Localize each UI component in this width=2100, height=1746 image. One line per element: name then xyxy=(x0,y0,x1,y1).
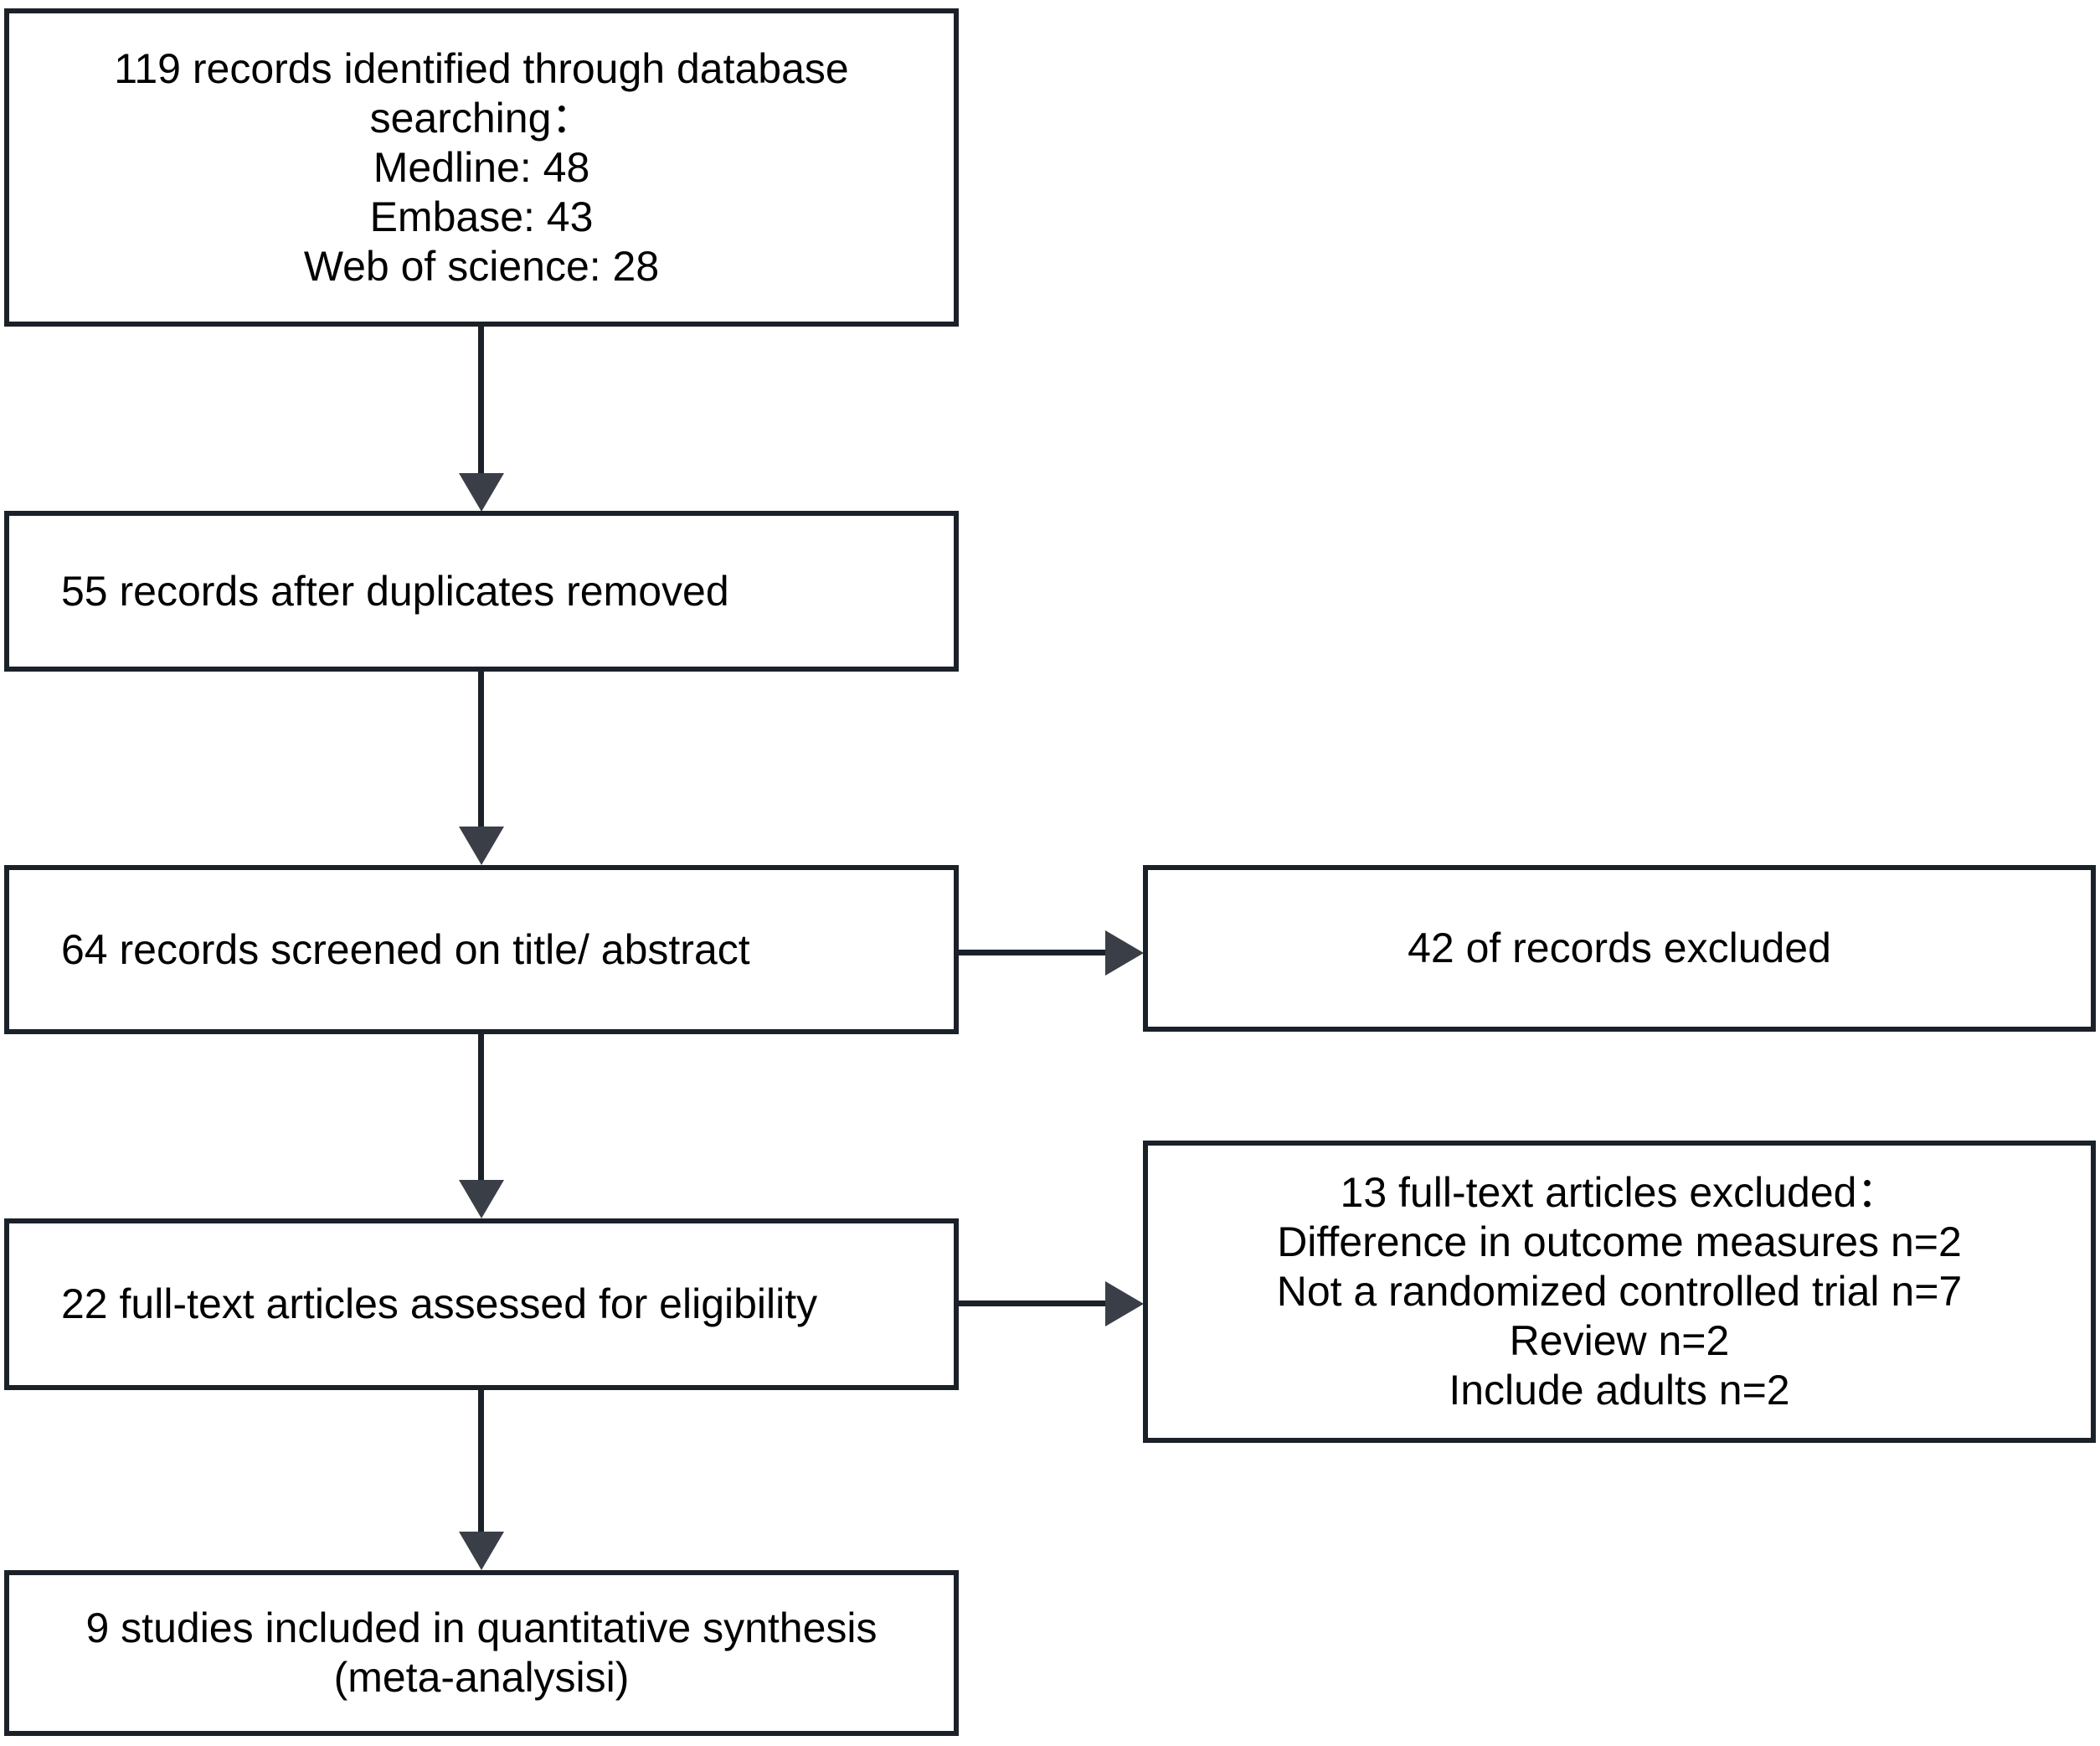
node-duplicates-removed-text: 55 records after duplicates removed xyxy=(61,567,729,615)
node-duplicates-removed: 55 records after duplicates removed xyxy=(4,511,959,672)
node-records-identified-text: 119 records identified through database … xyxy=(114,44,849,290)
node-studies-included: 9 studies included in quantitative synth… xyxy=(4,1570,959,1736)
connector-fulltext-to-excluded-arrowhead xyxy=(1105,1281,1144,1326)
connector-duplicates-to-screened-arrowhead xyxy=(459,827,504,865)
node-fulltext-excluded-reasons-text: 13 full-text articles excluded： Differen… xyxy=(1276,1169,1963,1414)
connector-fulltext-to-excluded-line xyxy=(959,1300,1108,1306)
node-records-identified: 119 records identified through database … xyxy=(4,8,959,327)
connector-screened-to-excluded-arrowhead xyxy=(1105,930,1144,976)
connector-screened-to-excluded-line xyxy=(959,950,1108,955)
node-records-screened: 64 records screened on title/ abstract xyxy=(4,865,959,1034)
node-fulltext-assessed-text: 22 full-text articles assessed for eligi… xyxy=(61,1280,818,1327)
connector-duplicates-to-screened-line xyxy=(478,672,484,828)
connector-fulltext-to-included-line xyxy=(478,1390,484,1534)
node-records-excluded: 42 of records excluded xyxy=(1143,865,2096,1032)
connector-screened-to-fulltext-arrowhead xyxy=(459,1180,504,1218)
node-records-screened-text: 64 records screened on title/ abstract xyxy=(61,925,750,973)
connector-fulltext-to-included-arrowhead xyxy=(459,1532,504,1570)
node-records-excluded-text: 42 of records excluded xyxy=(1408,925,1831,971)
node-fulltext-excluded-reasons: 13 full-text articles excluded： Differen… xyxy=(1143,1141,2096,1443)
node-fulltext-assessed: 22 full-text articles assessed for eligi… xyxy=(4,1218,959,1390)
connector-screened-to-fulltext-line xyxy=(478,1034,484,1182)
connector-identified-to-duplicates-arrowhead xyxy=(459,473,504,512)
connector-identified-to-duplicates-line xyxy=(478,327,484,476)
node-studies-included-text: 9 studies included in quantitative synth… xyxy=(85,1604,878,1701)
